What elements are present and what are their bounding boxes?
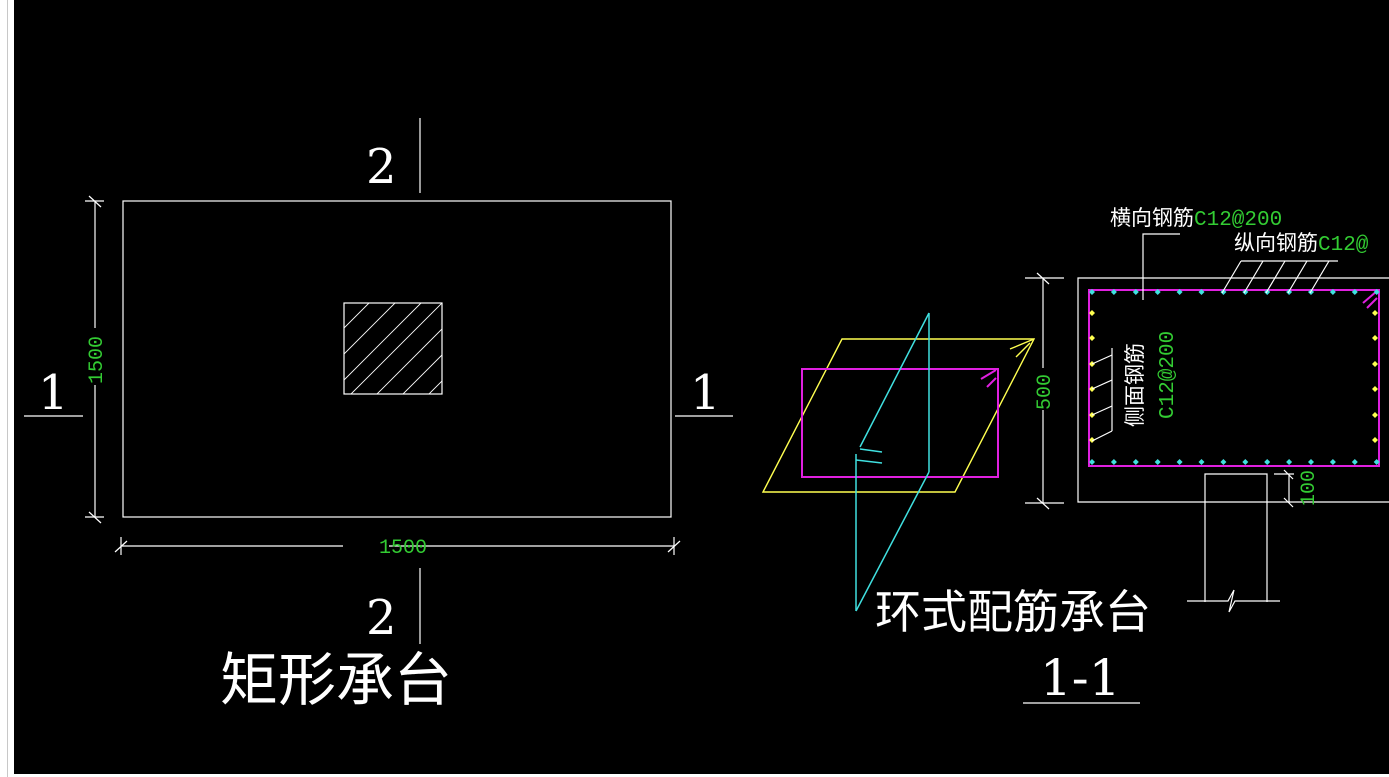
section-mark-right: 1 xyxy=(690,365,721,421)
magenta-rebar-loop[interactable] xyxy=(801,368,999,478)
section-mark-top: 2 xyxy=(366,139,397,195)
longitudinal-rebar-dots-bottom xyxy=(1089,459,1380,465)
transverse-rebar-label: 横向钢筋C12@200 xyxy=(1110,206,1282,232)
height-dimension-text: 1500 xyxy=(86,336,109,384)
yellow-rebar-loop[interactable] xyxy=(761,338,1036,493)
side-rebar-dots-right xyxy=(1372,310,1378,443)
longitudinal-rebar-leader xyxy=(1221,260,1338,294)
plan-view-title: 矩形承台 xyxy=(220,646,452,714)
plan-view: 1500 1500 2 2 1 1 xyxy=(24,118,733,714)
cad-drawing-canvas[interactable]: 1500 1500 2 2 1 1 xyxy=(14,0,1389,774)
longitudinal-rebar-dots-top xyxy=(1089,289,1380,295)
longitudinal-rebar-label: 纵向钢筋C12@ xyxy=(1234,231,1369,257)
width-dimension-text: 1500 xyxy=(379,537,427,560)
stirrup[interactable] xyxy=(1088,289,1380,467)
height-dimension: 1500 xyxy=(85,195,109,524)
cover-dimension: 100 xyxy=(1274,469,1321,508)
cyan-rebar-loop[interactable] xyxy=(855,312,930,612)
width-dimension: 1500 xyxy=(114,537,681,560)
cap-outline[interactable] xyxy=(122,200,672,518)
depth-dimension: 500 xyxy=(1025,272,1064,510)
isometric-view-title: 环式配筋承台 xyxy=(875,585,1151,639)
side-rebar-spec: C12@200 xyxy=(1157,331,1180,419)
left-window-strip xyxy=(0,0,14,777)
cover-dimension-text: 100 xyxy=(1298,470,1321,506)
depth-dimension-text: 500 xyxy=(1034,374,1057,410)
left-divider xyxy=(7,0,8,777)
side-rebar-label: 侧面钢筋 xyxy=(1123,343,1147,427)
column-hatch xyxy=(343,302,443,395)
pier-column xyxy=(1187,473,1280,613)
section-mark-bottom: 2 xyxy=(366,590,397,646)
section-view: 500 100 横向钢筋C12@200 xyxy=(1023,206,1389,707)
side-rebar-leader xyxy=(1091,348,1113,442)
section-mark-left: 1 xyxy=(38,365,69,421)
section-view-title: 1-1 xyxy=(1040,649,1121,707)
isometric-view: 环式配筋承台 xyxy=(761,312,1151,639)
